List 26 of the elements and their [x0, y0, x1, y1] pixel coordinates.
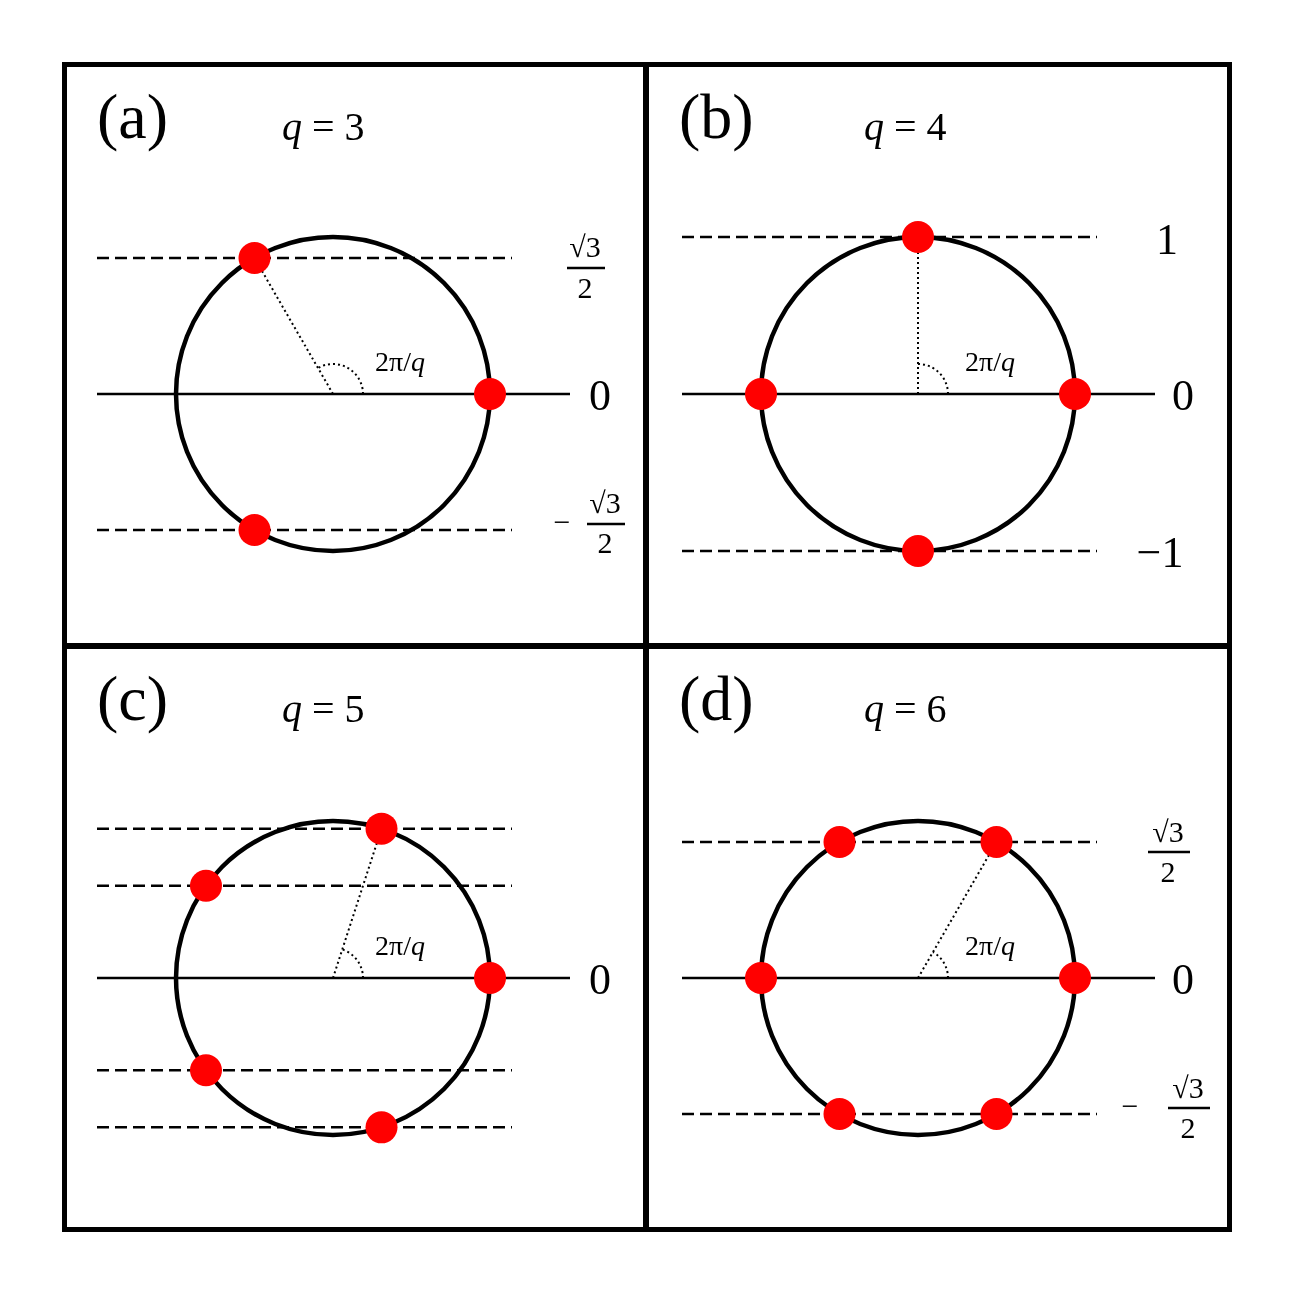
minus-sign: −: [1121, 1091, 1139, 1121]
panel-label: (c): [97, 667, 169, 731]
axis-value-label: 2: [577, 273, 593, 303]
axis-value-label: 2: [597, 528, 613, 558]
parameter-label: q = 3: [282, 107, 365, 147]
angle-label: 2π/q: [375, 348, 425, 376]
parameter-label: q = 6: [864, 689, 947, 729]
axis-value-label: −1: [1136, 531, 1184, 575]
axis-value-label: 1: [1156, 218, 1178, 262]
axis-value-label: 0: [1172, 958, 1194, 1002]
axis-value-label: √3: [569, 232, 601, 262]
panel-label: (a): [97, 85, 169, 149]
angle-label: 2π/q: [375, 932, 425, 960]
parameter-label: q = 5: [282, 689, 365, 729]
angle-label: 2π/q: [965, 348, 1015, 376]
axis-value-label: √3: [1172, 1073, 1204, 1103]
axis-value-label: 0: [1172, 374, 1194, 418]
axis-value-label: √3: [589, 488, 621, 518]
axis-value-label: 0: [589, 374, 611, 418]
axis-value-label: √3: [1152, 817, 1184, 847]
axis-value-label: 2: [1160, 857, 1176, 887]
axis-value-label: 2: [1180, 1113, 1196, 1143]
minus-sign: −: [553, 507, 571, 537]
axis-value-label: 0: [589, 958, 611, 1002]
parameter-label: q = 4: [864, 107, 947, 147]
angle-label: 2π/q: [965, 932, 1015, 960]
